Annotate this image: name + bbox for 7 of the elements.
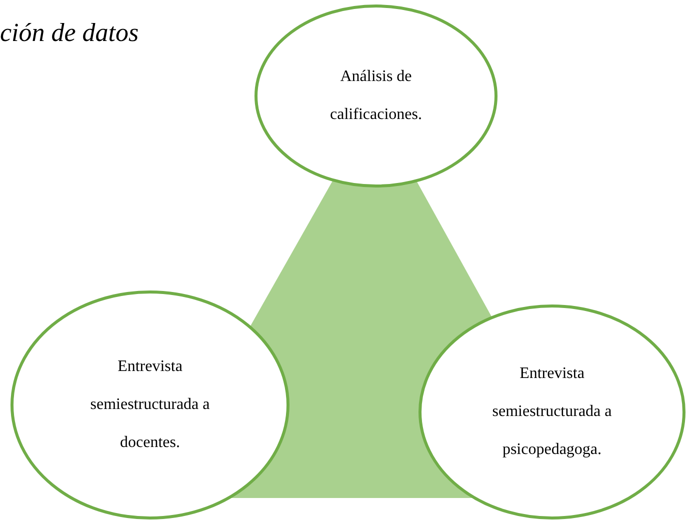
node-text: Entrevista semiestructurada a docentes. (89, 357, 211, 453)
ellipse-node (418, 304, 686, 520)
title: ción de datos (0, 20, 139, 46)
ellipse-node (254, 4, 498, 188)
node-text: Análisis de calificaciones. (329, 67, 423, 125)
node-text: Entrevista semiestructurada a psicopedagoga. (491, 364, 613, 460)
ellipse-node (10, 290, 290, 520)
